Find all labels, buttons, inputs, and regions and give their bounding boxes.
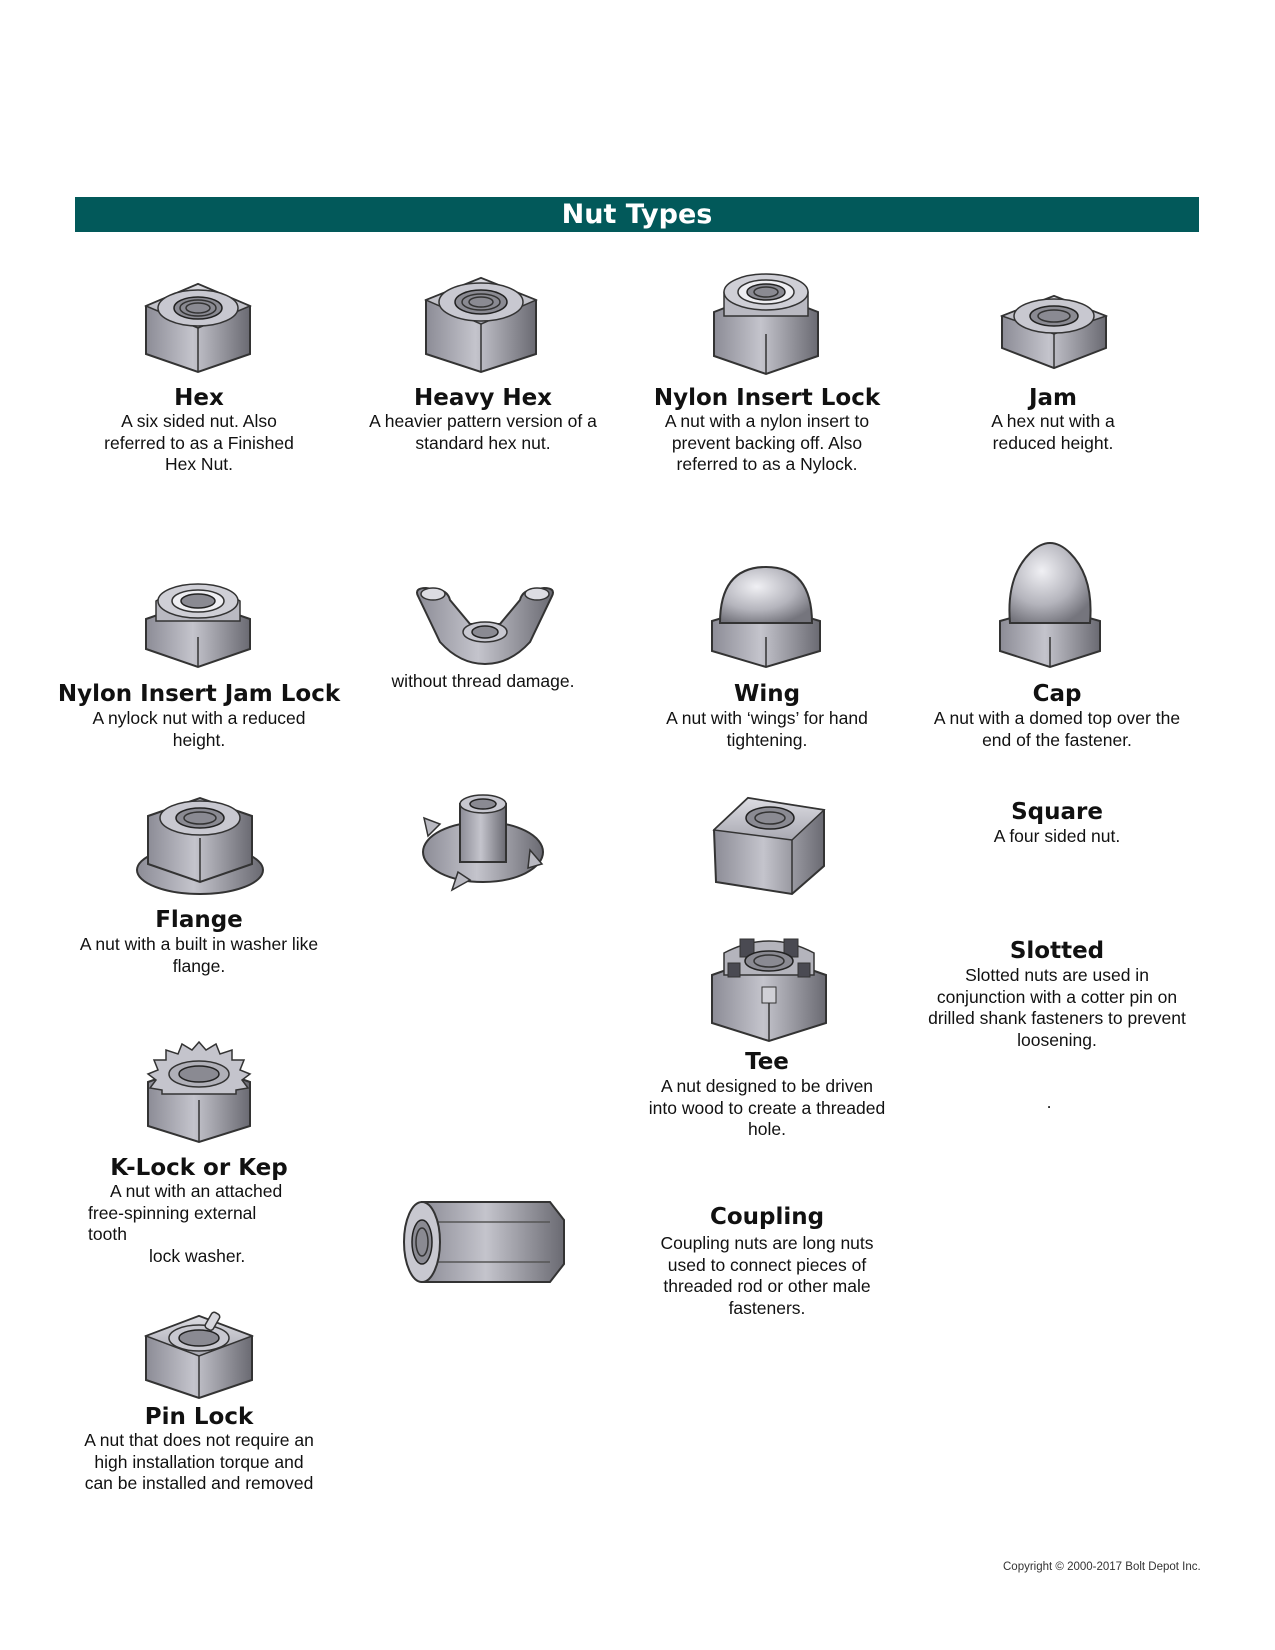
heavy-hex-description: A heavier pattern version of a standard …	[369, 411, 597, 453]
pin-lock-nut-icon	[142, 1308, 256, 1400]
jam-nut-icon	[998, 290, 1110, 372]
wing-stray-description: without thread damage.	[391, 671, 575, 691]
stray-dot: .	[1046, 1092, 1052, 1112]
k-lock-desc-line-4: lock washer.	[149, 1245, 246, 1266]
nylon-insert-lock-description: A nut with a nylon insert to prevent bac…	[664, 411, 870, 474]
hex-description: A six sided nut. Also referred to as a F…	[104, 411, 294, 474]
nylon-insert-jam-lock-title: Nylon Insert Jam Lock	[57, 681, 341, 707]
nylon-jam-lock-nut-icon	[142, 577, 254, 669]
heavy-hex-title: Heavy Hex	[413, 385, 553, 411]
tall-cap-nut-icon	[996, 537, 1104, 669]
acorn-nut-icon	[708, 563, 824, 669]
hex-nut-icon	[142, 278, 254, 374]
slotted-description: Slotted nuts are used in conjunction wit…	[928, 965, 1186, 1050]
wing-title: Wing	[733, 681, 801, 707]
k-lock-title: K-Lock or Kep	[110, 1155, 288, 1181]
jam-description: A hex nut with a reduced height.	[991, 411, 1115, 453]
tee-title: Tee	[745, 1049, 789, 1075]
flange-title: Flange	[155, 907, 243, 933]
slotted-title: Slotted	[1009, 938, 1105, 964]
k-lock-description: A nut with an attached free-spinning ext…	[88, 1181, 318, 1267]
tee-description: A nut designed to be driven into wood to…	[648, 1076, 886, 1139]
slotted-nut-icon	[708, 935, 830, 1043]
k-lock-nut-icon	[142, 1040, 256, 1144]
square-title: Square	[1011, 799, 1103, 825]
k-lock-desc-line-2: free-spinning external	[88, 1202, 257, 1223]
pin-lock-title: Pin Lock	[144, 1404, 254, 1430]
nylon-insert-lock-nut-icon	[710, 268, 822, 376]
hex-title: Hex	[174, 385, 224, 411]
flange-description: A nut with a built in washer like flange…	[79, 934, 319, 976]
heavy-hex-nut-icon	[422, 272, 540, 374]
coupling-nut-icon	[400, 1198, 568, 1286]
cap-description: A nut with a domed top over the end of t…	[933, 708, 1181, 750]
page-header: Nut Types	[75, 197, 1199, 232]
pin-lock-description: A nut that does not require an high inst…	[84, 1430, 314, 1493]
k-lock-desc-line-1: A nut with an attached	[110, 1181, 283, 1201]
copyright: Copyright © 2000-2017 Bolt Depot Inc.	[1003, 1561, 1201, 1573]
k-lock-desc-line-3: tooth	[88, 1224, 127, 1244]
jam-title: Jam	[1028, 385, 1078, 411]
square-description: A four sided nut.	[993, 826, 1121, 846]
flange-nut-icon	[134, 792, 266, 898]
wing-description: A nut with ‘wings’ for hand tightening.	[666, 708, 868, 750]
nylon-insert-lock-title: Nylon Insert Lock	[653, 385, 881, 411]
cap-title: Cap	[1032, 681, 1082, 707]
square-nut-icon	[708, 794, 830, 896]
coupling-description: Coupling nuts are long nuts used to conn…	[660, 1233, 874, 1318]
tee-nut-icon	[418, 794, 548, 894]
nylon-insert-jam-lock-description: A nylock nut with a reduced height.	[92, 708, 306, 750]
wing-nut-icon	[410, 584, 560, 666]
coupling-title: Coupling	[709, 1204, 825, 1230]
